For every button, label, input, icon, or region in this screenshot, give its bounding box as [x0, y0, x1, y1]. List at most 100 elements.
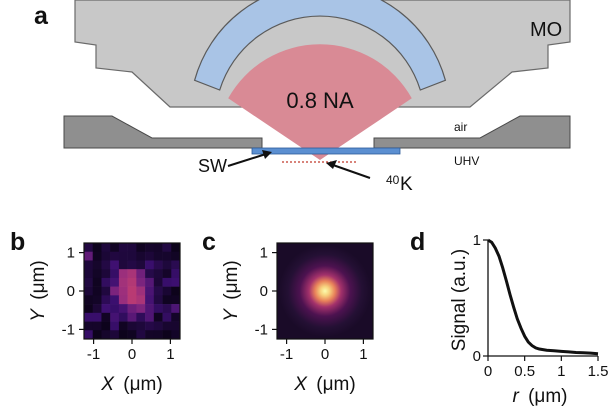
heatmap-pixel [84, 330, 94, 340]
heatmap-pixel [145, 286, 155, 296]
heatmap-pixel [110, 251, 120, 261]
heatmap-pixel [101, 277, 111, 287]
heatmap-pixel [92, 330, 102, 340]
panel-d-ytick-label: 1 [473, 232, 481, 249]
panel-d-xtick-label: 0.5 [514, 363, 535, 380]
svg-text:Y (μm): Y (μm) [28, 260, 49, 321]
heatmap-pixel [145, 330, 155, 340]
objective-label: MO [530, 19, 562, 41]
heatmap-pixel [84, 277, 94, 287]
heatmap-pixel [171, 321, 181, 331]
heatmap-pixel [101, 321, 111, 331]
signal-curve [487, 238, 599, 356]
heatmap-pixel [136, 321, 146, 331]
heatmap-pixel [136, 243, 146, 253]
heatmap-pixel [92, 277, 102, 287]
vacuum-window [251, 147, 401, 155]
heatmap-pixel [145, 312, 155, 322]
heatmap-pixel [127, 286, 137, 296]
heatmap-pixel [145, 243, 155, 253]
heatmap-pixel [110, 304, 120, 314]
right-plate [373, 115, 571, 149]
heatmap-pixel [153, 295, 163, 305]
panel-d-xtick-label: 0 [484, 363, 492, 380]
heatmap-pixel [171, 295, 181, 305]
heatmap-pixel [136, 286, 146, 296]
heatmap-pixel [92, 251, 102, 261]
heatmap-pixel [101, 330, 111, 340]
heatmap-pixel [136, 312, 146, 322]
heatmap-pixel [127, 243, 137, 253]
panel-c-xlabel: X (μm) [293, 374, 355, 395]
heatmap-pixel [110, 243, 120, 253]
panel-d-xlabel-var: r [512, 386, 519, 407]
panel-d-ytick-label: 0 [473, 348, 481, 365]
heatmap-pixel [136, 295, 146, 305]
panel-b-ytick-label: 1 [67, 245, 75, 262]
heatmap-pixel [145, 269, 155, 279]
panel-b-xtick-label: -1 [87, 346, 100, 363]
heatmap-pixel [171, 269, 181, 279]
heatmap-pixel [127, 251, 137, 261]
heatmap-pixel [110, 312, 120, 322]
panel-b-ytick-label: 0 [67, 283, 75, 300]
panel-b-ylabel-unit: (μm) [28, 260, 49, 299]
heatmap-pixel [171, 330, 181, 340]
heatmap-pixel [101, 260, 111, 270]
atom-arrowhead [326, 160, 337, 169]
heatmap-pixel [162, 304, 172, 314]
heatmap-pixel [92, 269, 102, 279]
heatmap-pixel [110, 295, 120, 305]
heatmap-pixel [84, 286, 94, 296]
panel-label-d: d [410, 228, 425, 256]
panel-c-xtick-label: 1 [359, 346, 367, 363]
heatmap-pixel [110, 269, 120, 279]
heatmap-pixel [84, 243, 94, 253]
heatmap-pixel [162, 243, 172, 253]
heatmap-pixel [118, 330, 128, 340]
heatmap-pixel [162, 312, 172, 322]
heatmap-pixel [84, 295, 94, 305]
heatmap-pixel [84, 269, 94, 279]
heatmap-pixel [92, 321, 102, 331]
heatmap-pixel [136, 330, 146, 340]
heatmap-pixel [171, 312, 181, 322]
atom-label-main: K [400, 174, 413, 195]
heatmap-pixel [110, 321, 120, 331]
panel-b-xtick-label: 0 [128, 346, 136, 363]
heatmap-pixel [84, 251, 94, 261]
heatmap-pixel [110, 260, 120, 270]
heatmap-pixel [162, 286, 172, 296]
heatmap-pixel [101, 286, 111, 296]
panel-d-xtick-label: 1.5 [588, 363, 609, 380]
heatmap-pixel [92, 286, 102, 296]
heatmap-pixel [84, 304, 94, 314]
panel-b-xlabel-var: X [100, 374, 115, 395]
heatmap-pixel [136, 269, 146, 279]
panel-c-ytick-label: -1 [255, 321, 268, 338]
heatmap-pixel [127, 321, 137, 331]
uhv-label: UHV [454, 154, 479, 168]
panel-b-xtick-label: 1 [166, 346, 174, 363]
heatmap-pixel [118, 243, 128, 253]
heatmap-pixel [153, 286, 163, 296]
heatmap-pixel [162, 251, 172, 261]
light-cone [228, 44, 412, 160]
heatmap-pixel [162, 277, 172, 287]
heatmap-pixel [145, 295, 155, 305]
heatmap-pixel [110, 286, 120, 296]
heatmap-pixel [92, 243, 102, 253]
heatmap-pixel [136, 260, 146, 270]
svg-text:Y (μm): Y (μm) [221, 260, 242, 321]
heatmap-pixel [171, 251, 181, 261]
panel-d-xlabel-unit: (μm) [528, 386, 567, 407]
heatmap-pixel [153, 304, 163, 314]
atom-label-sup: 40 [386, 173, 400, 187]
heatmap-pixel [153, 277, 163, 287]
heatmap-pixel [127, 330, 137, 340]
panel-c-psf-spot [279, 245, 371, 337]
